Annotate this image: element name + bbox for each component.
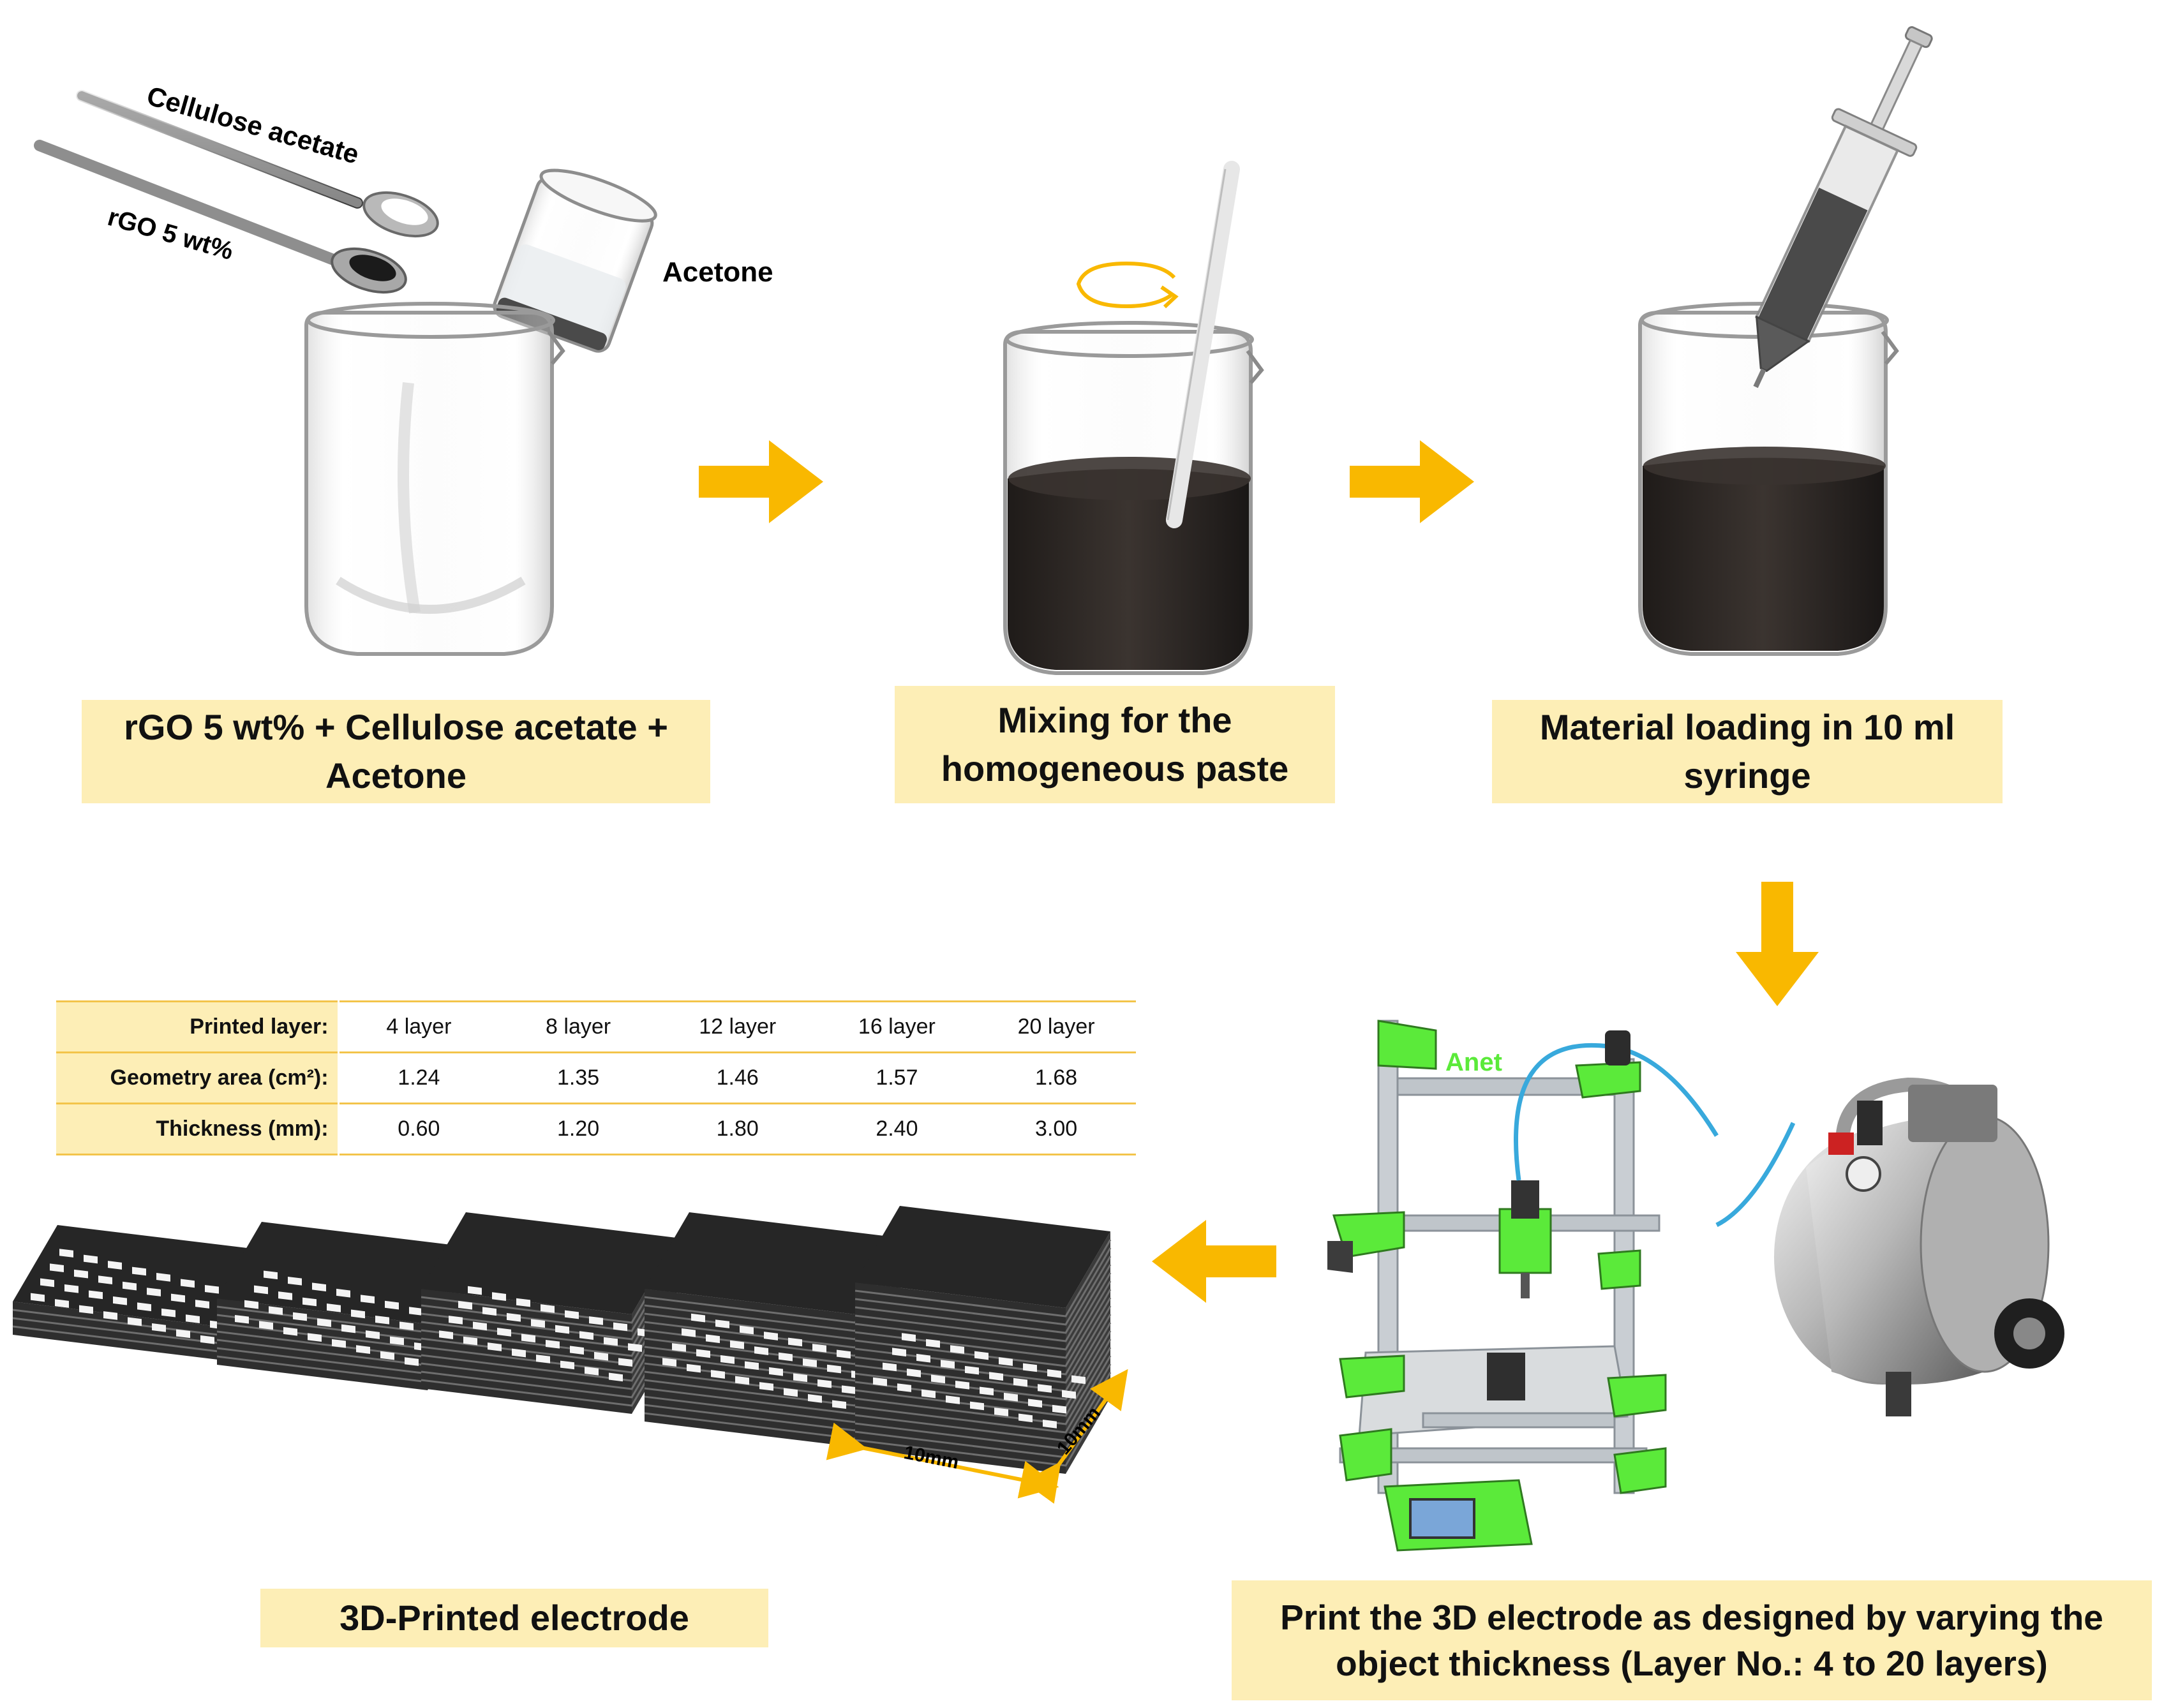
svg-text:Anet: Anet — [1445, 1048, 1502, 1076]
table-row: Thickness (mm): 0.60 1.20 1.80 2.40 3.00 — [56, 1103, 1136, 1155]
table-row: Printed layer: 4 layer 8 layer 12 layer … — [56, 1001, 1136, 1053]
air-compressor — [1715, 1077, 2064, 1416]
arrow-right-1 — [699, 440, 823, 523]
beaker-step3 — [1638, 302, 1899, 656]
table-cell: 1.20 — [556, 1117, 600, 1141]
electrode-stack — [216, 1222, 474, 1390]
caption-step3: Material loading in 10 ml syringe — [1492, 700, 2003, 803]
table-cell: 3.00 — [1035, 1117, 1078, 1141]
syringe — [1753, 26, 1933, 389]
table-cell: 16 layer — [858, 1014, 936, 1039]
caption-step4: Print the 3D electrode as designed by va… — [1232, 1580, 2152, 1700]
table-cell: 0.60 — [398, 1117, 440, 1141]
table-cell: 1.57 — [876, 1066, 918, 1090]
table-cell: 2.40 — [876, 1117, 918, 1141]
printer-3d: Anet — [1327, 1020, 1719, 1552]
table-cell: 1.68 — [1035, 1066, 1078, 1090]
printed-layer-table: Printed layer: 4 layer 8 layer 12 layer … — [56, 1000, 1136, 1155]
rotation-icon — [1076, 261, 1179, 309]
table-cell: 1.46 — [716, 1066, 759, 1090]
caption-step2: Mixing for the homogeneous paste — [895, 686, 1335, 803]
table-row: Geometry area (cm²): 1.24 1.35 1.46 1.57… — [56, 1052, 1136, 1104]
arrow-left — [1152, 1220, 1276, 1303]
table-cell: 20 layer — [1017, 1014, 1095, 1039]
stir-rod — [1166, 161, 1240, 528]
caption-step1: rGO 5 wt% + Cellulose acetate + Acetone — [82, 700, 710, 803]
table-cell: 1.24 — [398, 1066, 440, 1090]
table-cell: 12 layer — [699, 1014, 777, 1039]
table-cell: 4 layer — [386, 1014, 452, 1039]
dimension-arrows — [826, 1369, 1128, 1504]
electrode-stack — [421, 1212, 678, 1414]
arrow-right-2 — [1350, 440, 1474, 523]
table-cell: 1.80 — [716, 1117, 759, 1141]
row-header-printed-layer: Printed layer: — [56, 1001, 339, 1053]
arrow-down — [1736, 882, 1819, 1006]
table-cell: 1.35 — [556, 1066, 600, 1090]
label-cellulose-acetate: Cellulose acetate — [144, 80, 362, 170]
row-header-thickness: Thickness (mm): — [56, 1103, 339, 1155]
label-rgo: rGO 5 wt% — [104, 203, 237, 266]
row-header-geometry-area: Geometry area (cm²): — [56, 1052, 339, 1104]
label-acetone: Acetone — [662, 256, 773, 288]
beaker-step1 — [304, 302, 565, 656]
table-cell: 8 layer — [546, 1014, 611, 1039]
caption-step5: 3D-Printed electrode — [260, 1589, 768, 1647]
